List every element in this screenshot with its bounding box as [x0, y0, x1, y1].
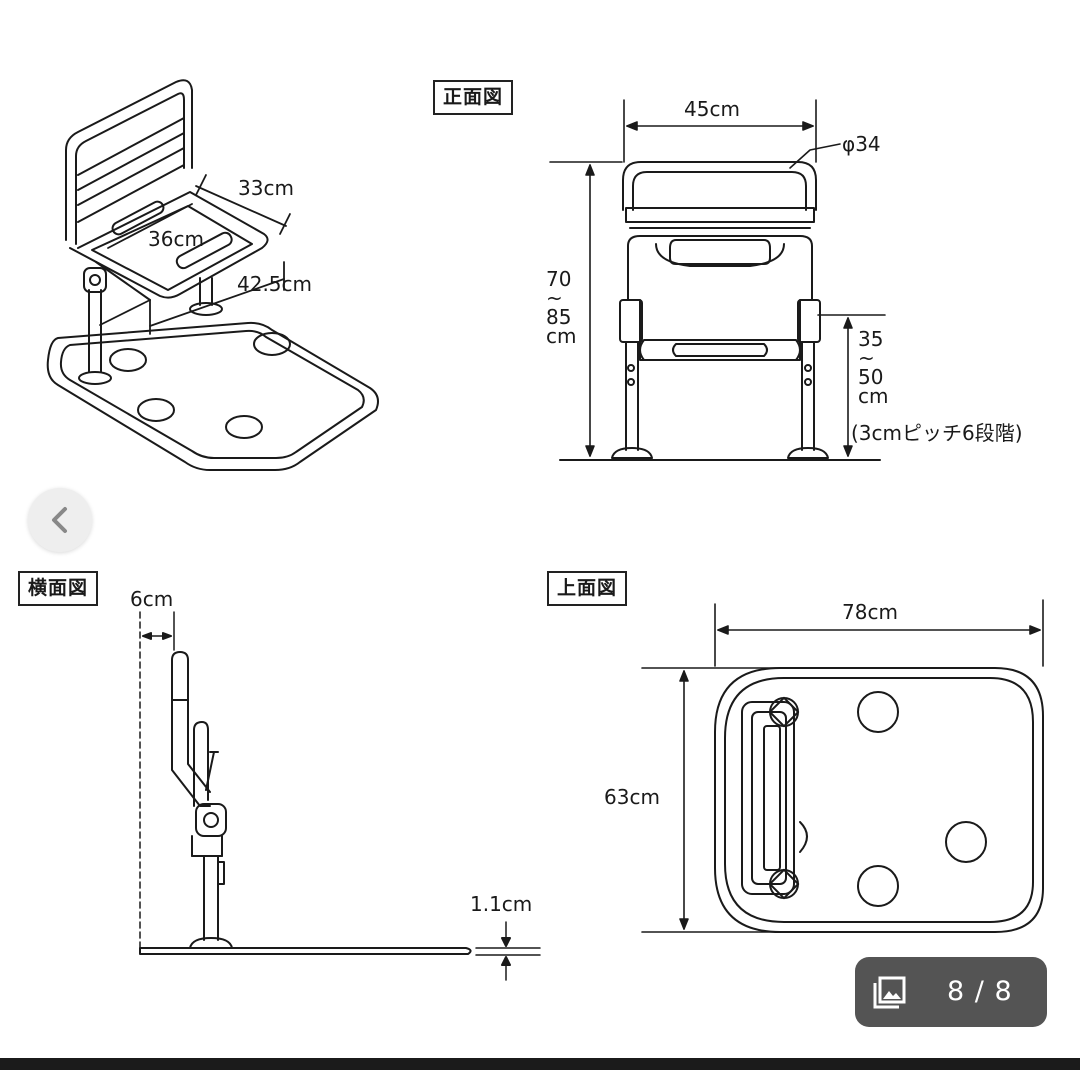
- top-view: [714, 667, 1044, 933]
- image-counter[interactable]: 8 / 8: [855, 957, 1047, 1027]
- image-count-text: 8 / 8: [947, 976, 1013, 1007]
- top-depth-dimension: 63cm: [604, 785, 660, 809]
- bottom-bar: [0, 1058, 1080, 1070]
- front-dimensions: [549, 99, 886, 457]
- seat-depth-dimension: 42.5cm: [237, 272, 313, 296]
- top-dimensions: [641, 599, 1044, 933]
- perspective-dimensions: [99, 174, 291, 335]
- pipe-diameter-dimension: φ34: [842, 132, 881, 156]
- side-view-label: 横面図: [18, 571, 99, 606]
- backrest-depth-dimension: 33cm: [238, 176, 294, 200]
- top-view-label: 上面図: [547, 571, 628, 606]
- front-view: [559, 161, 881, 461]
- front-view-label: 正面図: [433, 80, 514, 115]
- base-thickness-dimension: 1.1cm: [470, 892, 533, 916]
- gallery-icon: [873, 976, 906, 1009]
- seat-height-dimension: 35 ~ 50 cm: [858, 327, 889, 408]
- seat-height-note: (3cmピッチ6段階): [851, 421, 1023, 445]
- offset-dimension: 6cm: [130, 587, 174, 611]
- perspective-view: [46, 79, 379, 471]
- top-width-dimension: 78cm: [842, 600, 898, 624]
- previous-image-button[interactable]: [28, 488, 92, 552]
- overall-height-dimension: 70 ~ 85 cm: [546, 267, 577, 348]
- seat-width-dimension: 36cm: [148, 227, 204, 251]
- front-width-dimension: 45cm: [684, 97, 740, 121]
- side-view: [139, 611, 541, 981]
- chevron-left-icon: [52, 507, 67, 533]
